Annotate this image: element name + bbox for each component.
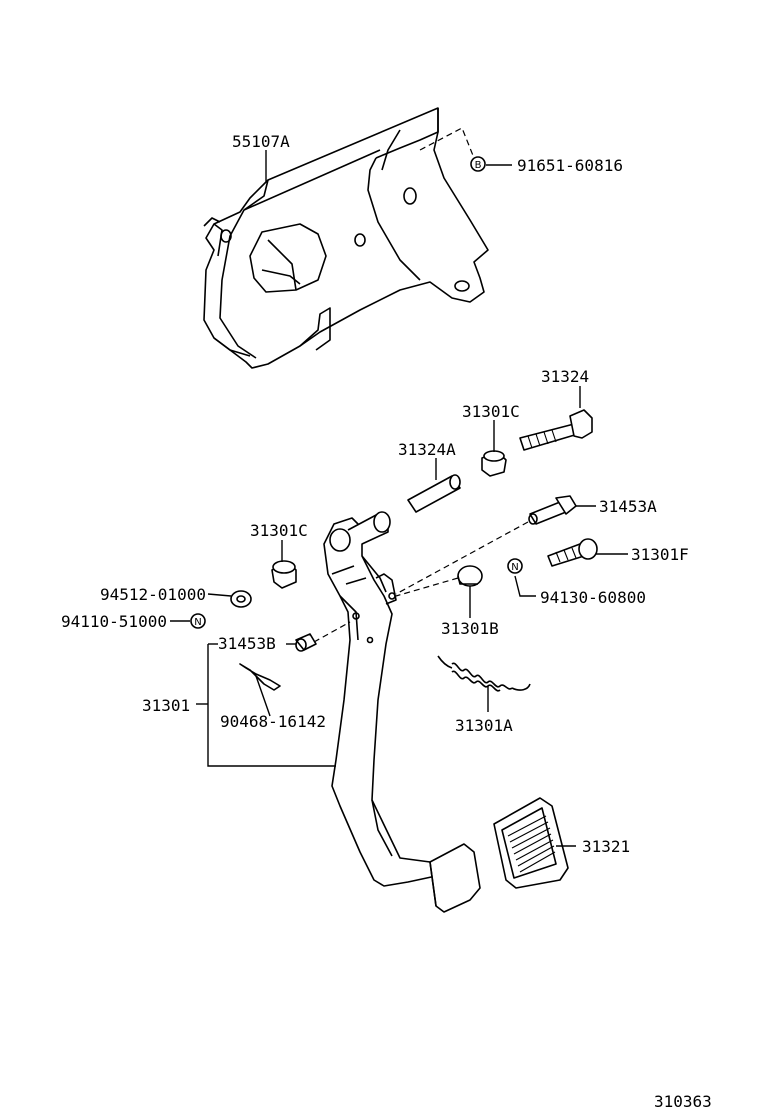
washer bbox=[230, 590, 252, 608]
stopper-31301f bbox=[547, 538, 598, 567]
label-31301f: 31301F bbox=[631, 545, 689, 564]
label-91651-60816: 91651-60816 bbox=[517, 156, 623, 175]
label-31324: 31324 bbox=[541, 367, 589, 386]
symbol-b-text: B bbox=[475, 160, 482, 171]
bolt-31324 bbox=[519, 409, 593, 451]
bolt-31453a bbox=[528, 495, 577, 525]
label-90468-16142: 90468-16142 bbox=[220, 712, 326, 731]
circle-n-left-icon bbox=[190, 613, 206, 629]
clip bbox=[239, 663, 281, 691]
leader-lines bbox=[170, 150, 628, 847]
dash-stopper-b bbox=[395, 577, 459, 597]
nut-left-symbol: N bbox=[190, 613, 206, 629]
bushing-31301c-top bbox=[481, 450, 507, 477]
label-94130-60800: 94130-60800 bbox=[540, 588, 646, 607]
symbol-n-left-text: N bbox=[194, 617, 201, 628]
stopper-31301b bbox=[457, 565, 483, 587]
label-31301a: 31301A bbox=[455, 716, 513, 735]
bolt-b-symbol: B bbox=[470, 156, 486, 172]
return-spring bbox=[437, 655, 531, 692]
label-31453b: 31453B bbox=[218, 634, 276, 653]
circle-b-icon bbox=[470, 156, 486, 172]
dash-bolt-31453a bbox=[395, 521, 529, 595]
nut-right-symbol: N bbox=[507, 558, 523, 574]
bolt-31453b bbox=[295, 633, 317, 652]
label-31301c-left: 31301C bbox=[250, 521, 308, 540]
circle-n-right-icon bbox=[507, 558, 523, 574]
pedal-bracket bbox=[203, 107, 489, 369]
pedal-arm bbox=[323, 511, 481, 913]
dash-bolt-b bbox=[419, 127, 475, 159]
collar-31324a bbox=[407, 474, 461, 513]
label-31321: 31321 bbox=[582, 837, 630, 856]
label-94110-51000: 94110-51000 bbox=[61, 612, 167, 631]
label-31301b: 31301B bbox=[441, 619, 499, 638]
diagram-id: 310363 bbox=[654, 1092, 712, 1111]
label-55107a: 55107A bbox=[232, 132, 290, 151]
label-31324a: 31324A bbox=[398, 440, 456, 459]
symbol-n-right-text: N bbox=[511, 562, 518, 573]
label-31301c-top: 31301C bbox=[462, 402, 520, 421]
dash-31453b bbox=[313, 621, 351, 643]
bushing-31301c-left bbox=[271, 560, 297, 589]
pedal-pad bbox=[493, 797, 569, 889]
label-31301: 31301 bbox=[142, 696, 190, 715]
label-94512-01000: 94512-01000 bbox=[100, 585, 206, 604]
label-31453a: 31453A bbox=[599, 497, 657, 516]
